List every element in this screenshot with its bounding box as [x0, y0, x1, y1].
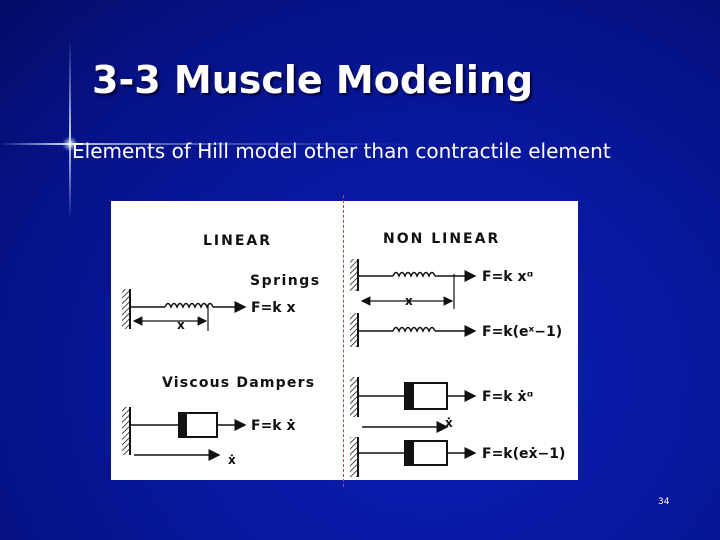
lens-flare-center: [62, 136, 78, 152]
nonlinear-heading: NON LINEAR: [383, 231, 500, 247]
linear-spring: x F=k x: [122, 289, 296, 332]
slide-subtitle: Elements of Hill model other than contra…: [72, 139, 611, 163]
nonlinear-spring-equation-1: F=k xᵅ: [482, 269, 533, 285]
linear-damper: ẋ F=k ẋ: [122, 407, 296, 467]
nonlinear-damper-1: ẋ F=k ẋᵅ: [350, 377, 533, 433]
hill-model-diagram: LINEAR NON LINEAR Springs Viscous Damper…: [122, 231, 565, 477]
hill-model-figure: LINEAR NON LINEAR Springs Viscous Damper…: [111, 201, 578, 480]
nonlinear-spring-1: x F=k xᵅ: [350, 259, 533, 309]
nonlinear-damper-equation-2: F=k(eẋ−1): [482, 446, 565, 462]
nonlinear-spring-2: F=k(eˣ−1): [350, 313, 562, 347]
linear-spring-x-label: x: [177, 318, 185, 332]
linear-spring-equation: F=k x: [251, 300, 296, 316]
figure-divider: [343, 195, 344, 487]
nonlinear-damper-2: F=k(eẋ−1): [350, 437, 565, 477]
springs-heading: Springs: [250, 273, 321, 289]
linear-heading: LINEAR: [203, 233, 272, 249]
nonlinear-spring-equation-2: F=k(eˣ−1): [482, 324, 562, 340]
lens-flare-horizontal: [0, 143, 420, 145]
dampers-heading: Viscous Dampers: [162, 375, 315, 391]
lens-flare-vertical: [69, 40, 71, 220]
nonlinear-damper-equation-1: F=k ẋᵅ: [482, 389, 533, 405]
linear-damper-xdot-label: ẋ: [228, 453, 236, 467]
nonlinear-damper-xdot-label: ẋ: [445, 416, 453, 430]
nonlinear-spring-x-label: x: [405, 294, 413, 308]
linear-damper-equation: F=k ẋ: [251, 418, 296, 434]
page-number: 34: [658, 497, 670, 507]
slide-title: 3-3 Muscle Modeling: [92, 58, 534, 102]
